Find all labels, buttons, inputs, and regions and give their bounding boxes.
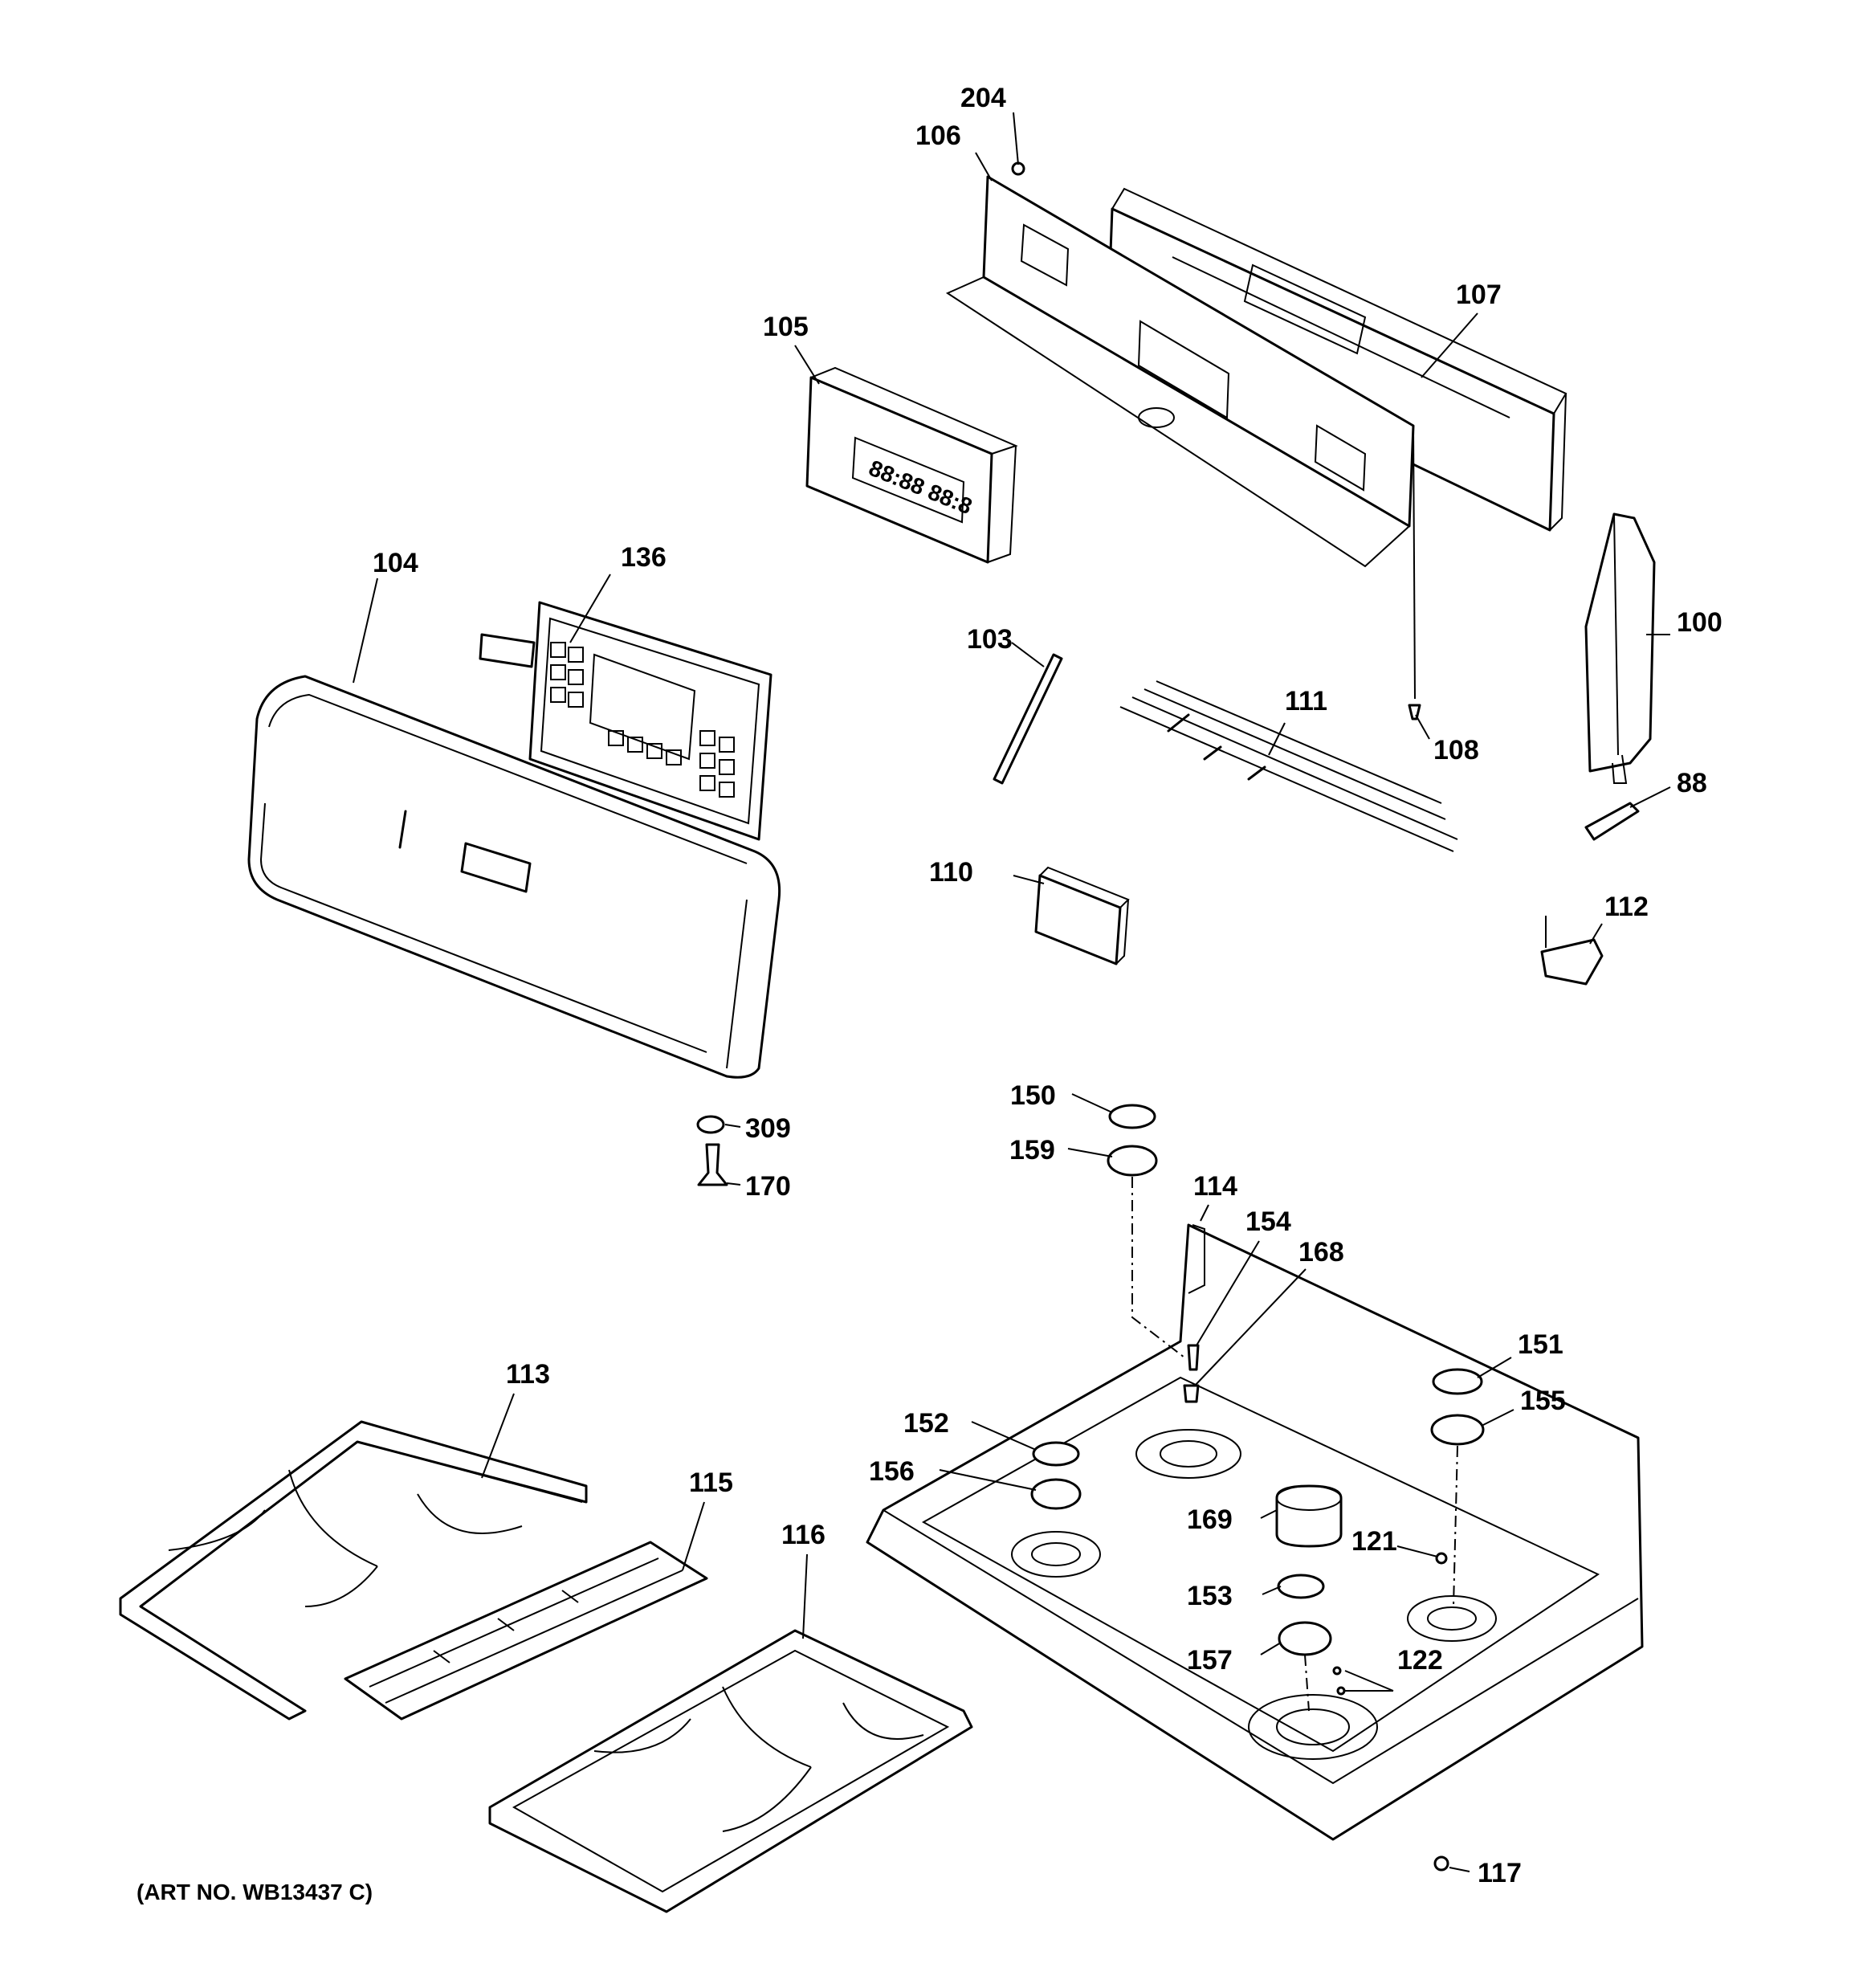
part-136-touchpad (479, 601, 773, 841)
callout-88: 88 (1677, 768, 1707, 798)
callout-136: 136 (621, 542, 667, 573)
callout-159: 159 (1009, 1135, 1055, 1165)
part-116-right-grate (488, 1629, 973, 1913)
callout-106: 106 (915, 120, 961, 151)
part-112-switch (1540, 916, 1604, 986)
leader-lines (353, 112, 1671, 1872)
part-157-head (1278, 1621, 1332, 1656)
part-100-side-trim (1584, 512, 1656, 784)
burner-caps (1030, 1104, 1485, 1656)
callout-152: 152 (903, 1408, 949, 1439)
callout-111: 111 (1285, 686, 1327, 716)
callout-122: 122 (1397, 1645, 1443, 1676)
part-88-bracket (1584, 802, 1640, 841)
callout-156: 156 (869, 1456, 915, 1487)
part-114-cooktop (866, 1223, 1644, 1841)
part-152-cap (1032, 1441, 1080, 1467)
callout-115: 115 (689, 1468, 733, 1498)
callout-104: 104 (373, 548, 418, 578)
part-103-bracket (993, 653, 1063, 785)
part-168-spring (1183, 1384, 1200, 1403)
art-number-caption: (ART NO. WB13437 C) (137, 1880, 373, 1904)
part-159-head (1107, 1145, 1158, 1177)
part-113-left-grate (119, 1420, 588, 1721)
part-156-head (1030, 1478, 1082, 1510)
part-122-screws (1332, 1666, 1346, 1696)
callout-107: 107 (1456, 280, 1502, 310)
part-106-backguard-front (945, 175, 1415, 568)
part-111-wire-harness (1119, 680, 1458, 852)
part-150-cap (1108, 1104, 1156, 1129)
part-169-cup (1275, 1484, 1343, 1548)
callout-114: 114 (1193, 1171, 1237, 1202)
callout-105: 105 (763, 312, 809, 342)
part-153-cap (1277, 1574, 1325, 1599)
callout-204: 204 (960, 83, 1006, 113)
part-108-screw (1408, 425, 1421, 720)
part-170-screw (697, 1143, 728, 1186)
callout-116: 116 (781, 1520, 826, 1550)
callout-labels: 204 106 107 105 136 104 103 111 108 100 … (373, 83, 1722, 1888)
callout-157: 157 (1187, 1645, 1233, 1676)
callout-113: 113 (506, 1359, 550, 1390)
burner-dashlines (1131, 1177, 1458, 1712)
callout-100: 100 (1677, 607, 1722, 638)
callout-103: 103 (967, 624, 1013, 655)
part-151-cap (1432, 1368, 1483, 1395)
callout-155: 155 (1520, 1386, 1566, 1416)
part-121-screw (1435, 1552, 1448, 1565)
callout-168: 168 (1298, 1237, 1344, 1268)
callout-151: 151 (1518, 1329, 1563, 1360)
callout-169: 169 (1187, 1504, 1233, 1535)
part-110-spark-module (1034, 866, 1130, 965)
callout-150: 150 (1010, 1080, 1056, 1111)
callout-121: 121 (1351, 1526, 1397, 1557)
part-105-control-board: 88:88 88:8 (805, 366, 1018, 564)
part-115-center-grate (344, 1541, 708, 1721)
callout-309: 309 (745, 1113, 791, 1144)
part-117-nut (1433, 1855, 1449, 1872)
part-154-orifice (1187, 1344, 1200, 1371)
callout-108: 108 (1433, 735, 1479, 765)
callout-170: 170 (745, 1171, 791, 1202)
callout-112: 112 (1604, 892, 1649, 922)
callout-117: 117 (1478, 1858, 1522, 1888)
part-204-screw (1011, 161, 1025, 176)
part-104-backguard-trim (247, 675, 781, 1079)
part-155-head (1430, 1414, 1485, 1446)
callout-110: 110 (929, 857, 973, 888)
part-309-washer (696, 1115, 725, 1134)
callout-154: 154 (1245, 1206, 1291, 1237)
callout-153: 153 (1187, 1581, 1233, 1611)
